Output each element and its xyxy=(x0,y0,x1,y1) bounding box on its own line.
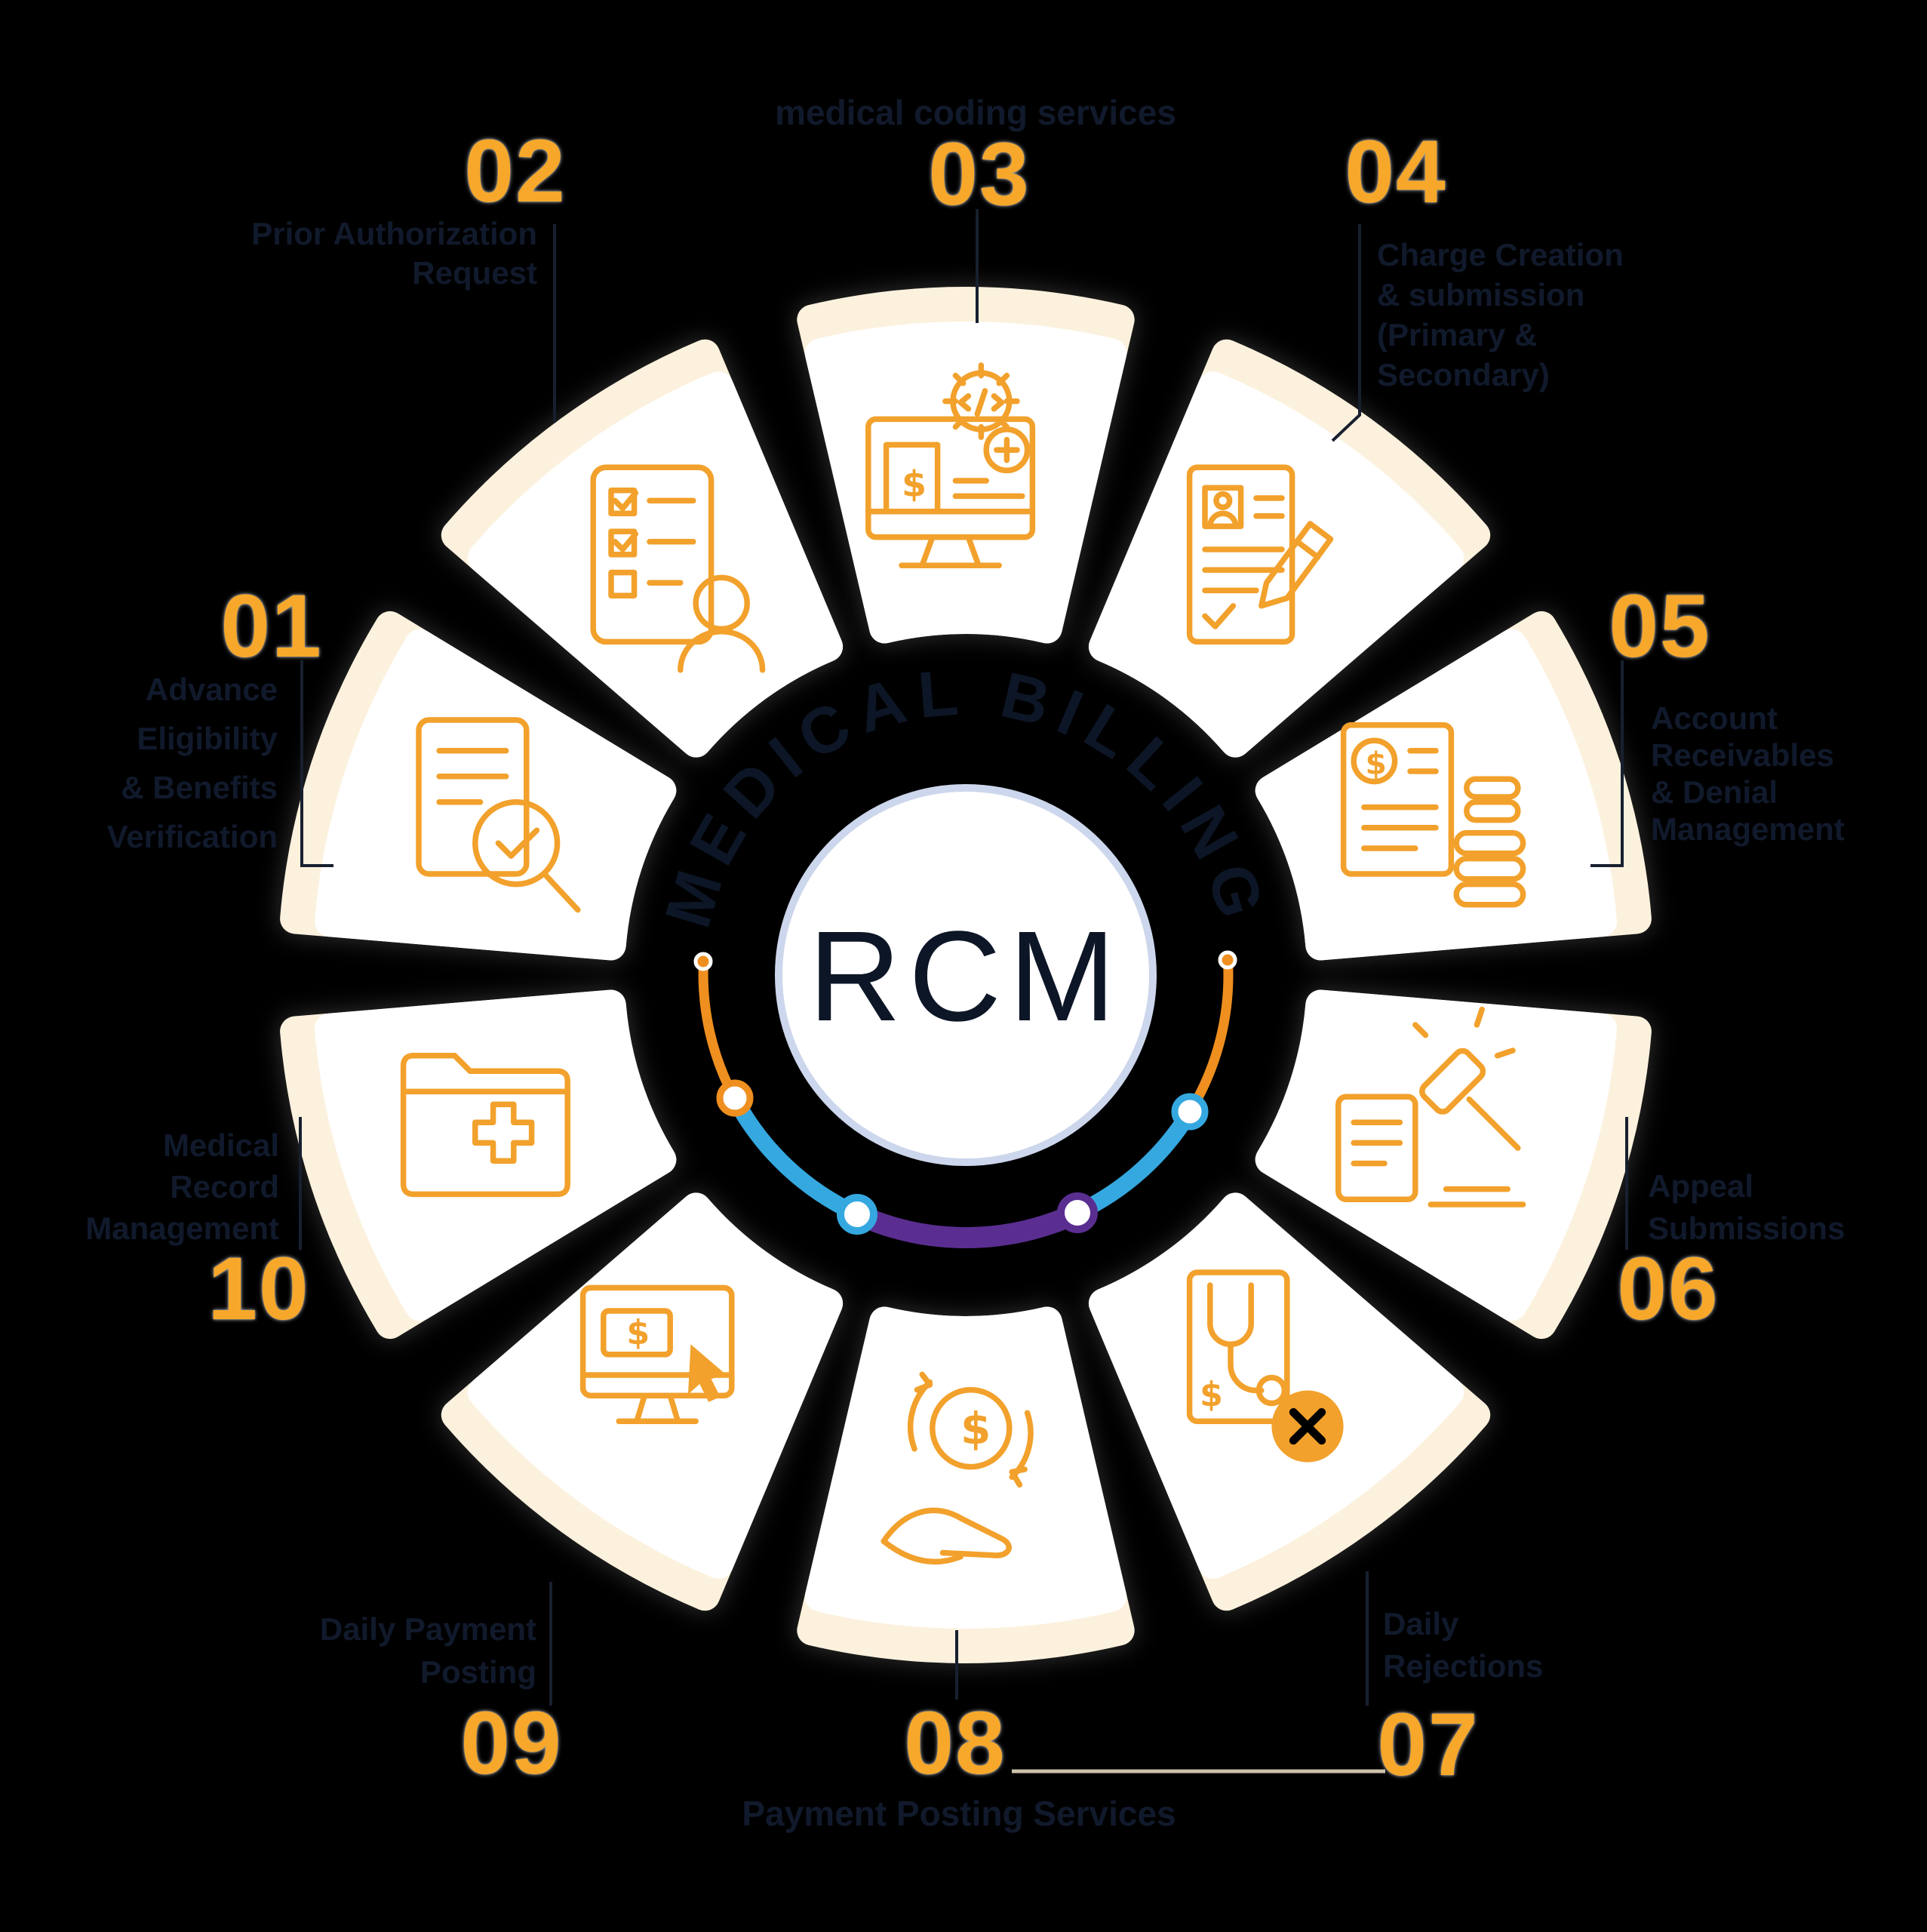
medical-records-folder-icon xyxy=(400,1053,570,1198)
arc-tip-dot-left xyxy=(693,952,713,971)
step-05-number: 05 xyxy=(1609,577,1711,676)
medical-coding-monitor-gear-icon: $ xyxy=(865,362,1036,568)
step-04-label: Charge Creation & submission (Primary & … xyxy=(1377,237,1624,392)
progress-arc xyxy=(693,950,1237,1248)
arc-blue-left xyxy=(726,1090,865,1223)
charge-form-pen-icon xyxy=(1186,464,1334,645)
step-06-label: Appeal Submissions xyxy=(1648,1168,1846,1246)
rejected-claim-stethoscope-icon: $ xyxy=(1186,1269,1344,1463)
petal-white-10 xyxy=(467,371,844,758)
svg-text:$: $ xyxy=(1200,1376,1223,1414)
arc-node-blue-purple xyxy=(837,1194,877,1235)
arc-orange-right xyxy=(1185,955,1234,1117)
arc-purple-bottom xyxy=(846,1201,1089,1248)
step-03-label: medical coding services xyxy=(775,93,1176,132)
step-02-number: 02 xyxy=(464,122,567,221)
petal-white-9 xyxy=(315,629,677,961)
arc-tip-dot-right xyxy=(1218,950,1237,970)
leader-step-04 xyxy=(1331,224,1361,442)
step-06-number: 06 xyxy=(1617,1239,1720,1339)
leader-step-01 xyxy=(300,660,333,867)
step-04-number: 04 xyxy=(1345,122,1447,222)
svg-text:$: $ xyxy=(626,1314,650,1352)
svg-text:$: $ xyxy=(1366,745,1387,781)
appeal-gavel-document-icon xyxy=(1335,1006,1526,1208)
step-01-number: 01 xyxy=(220,577,323,676)
petal-white-7 xyxy=(467,1192,844,1579)
step-09-number: 09 xyxy=(460,1694,563,1793)
step-02-label: Prior Authorization Request xyxy=(251,216,537,291)
online-payment-monitor-cursor-icon: $ xyxy=(579,1284,735,1424)
receivables-invoice-coins-icon: $ xyxy=(1340,722,1526,908)
payment-hand-coin-icon: $ xyxy=(881,1371,1034,1565)
step-08-label: Payment Posting Services xyxy=(742,1794,1176,1833)
authorization-checklist-person-icon xyxy=(590,464,766,673)
petal-ring-white xyxy=(315,321,1617,1629)
step-10-number: 10 xyxy=(207,1239,310,1339)
leader-step-05 xyxy=(1590,660,1624,867)
document-search-check-icon xyxy=(416,717,581,913)
rcm-center-label: RCM xyxy=(808,905,1123,1048)
step-07-number: 07 xyxy=(1377,1695,1480,1795)
step-10-label: Medical Record Management xyxy=(85,1128,279,1246)
arc-node-orange-blue xyxy=(716,1079,754,1117)
svg-text:$: $ xyxy=(960,1403,991,1454)
step-08-number: 08 xyxy=(904,1694,1007,1793)
step-03-number: 03 xyxy=(928,125,1031,224)
arc-node-blue-orange xyxy=(1171,1093,1209,1131)
step-09-label: Daily Payment Posting xyxy=(319,1611,536,1690)
step-05-label: Account Receivables & Denial Management xyxy=(1651,700,1845,847)
center-circle xyxy=(775,784,1157,1166)
petal-white-4 xyxy=(1255,989,1617,1321)
petal-white-3 xyxy=(1255,629,1617,961)
arc-node-purple-blue xyxy=(1057,1192,1098,1233)
leader-lines xyxy=(299,209,1628,1706)
svg-text:$: $ xyxy=(902,463,927,505)
step-07-label: Daily Rejections xyxy=(1383,1606,1544,1684)
step-01-label: Advance Eligibility & Benefits Verificat… xyxy=(106,672,278,854)
